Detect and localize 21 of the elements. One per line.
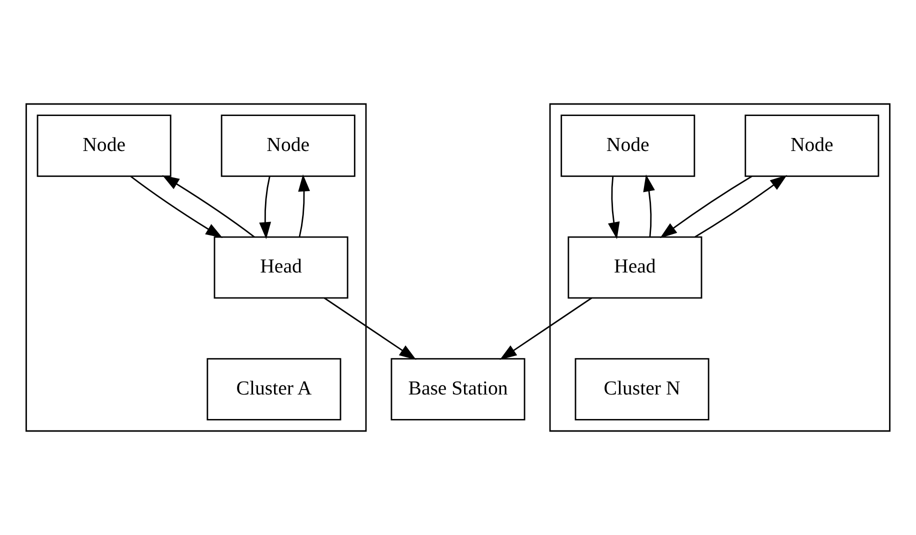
arrow: [694, 174, 788, 238]
arrow: [162, 175, 255, 238]
node-box: Node: [36, 114, 172, 177]
arrow: [324, 297, 416, 360]
node-box: Node: [220, 114, 356, 177]
arrow: [660, 176, 752, 238]
node-box: Head: [214, 236, 348, 299]
node-box: Node: [560, 114, 696, 177]
node-box: Node: [744, 114, 880, 177]
arrow: [643, 174, 655, 238]
arrow: [130, 176, 223, 238]
cluster: [549, 103, 890, 432]
arrow: [298, 174, 310, 238]
cluster: [26, 103, 367, 432]
node-box: Head: [568, 236, 702, 299]
node-box: Base Station: [390, 358, 526, 420]
node-box: Cluster A: [206, 358, 342, 420]
arrow: [608, 176, 620, 240]
arrow: [500, 297, 592, 360]
node-box: Cluster N: [574, 358, 710, 420]
arrow: [259, 176, 272, 240]
